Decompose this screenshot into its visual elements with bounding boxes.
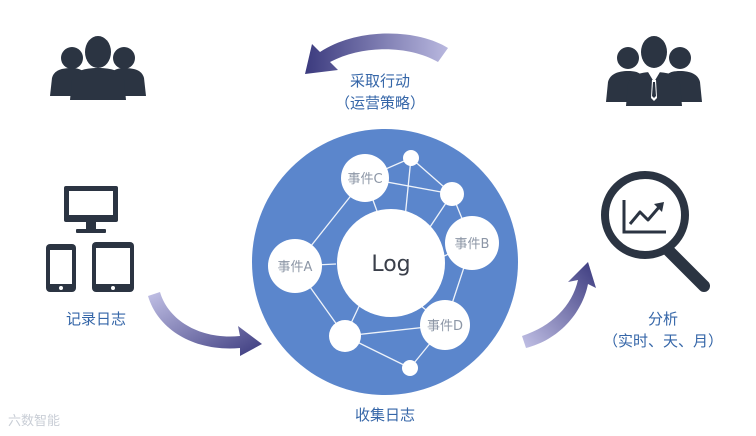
event-node-a-label: 事件A (278, 260, 313, 275)
network-dot (440, 182, 464, 206)
event-node-d (420, 300, 470, 350)
tablet-icon (92, 242, 134, 292)
network-dot (402, 360, 418, 376)
event-node-d-label: 事件D (427, 319, 463, 334)
phone-icon (46, 244, 76, 292)
network-dot (329, 320, 361, 352)
monitor-icon (64, 186, 118, 233)
event-node-c-label: 事件C (347, 172, 382, 187)
action-label-line1: 采取行动 (349, 72, 410, 90)
log-core-label: Log (371, 252, 410, 277)
network-dot (403, 150, 419, 166)
trend-chart-icon (622, 200, 666, 234)
event-node-b (445, 216, 499, 270)
event-node-b-label: 事件B (455, 237, 490, 252)
action-label-line2: （运营策略） (334, 94, 425, 112)
watermark: 六数智能 (8, 414, 61, 429)
collect-log-label: 收集日志 (354, 406, 415, 424)
analysis-label-line2: （实时、天、月） (602, 332, 723, 350)
log-core-node (337, 209, 445, 317)
analytics-magnifier-icon (601, 171, 710, 292)
business-team-icon (606, 36, 702, 106)
left-curved-arrow (148, 292, 262, 356)
record-log-label: 记录日志 (65, 310, 126, 328)
user-group-icon (50, 36, 146, 100)
event-node-a (268, 239, 322, 293)
event-node-c (341, 154, 389, 202)
right-curved-arrow (522, 262, 596, 348)
analysis-label-line1: 分析 (647, 310, 678, 328)
analysis-label: 分析 （实时、天、月） (598, 308, 728, 352)
top-curved-arrow (305, 33, 448, 74)
devices-icon (46, 186, 134, 292)
action-label: 采取行动 （运营策略） (325, 70, 435, 114)
